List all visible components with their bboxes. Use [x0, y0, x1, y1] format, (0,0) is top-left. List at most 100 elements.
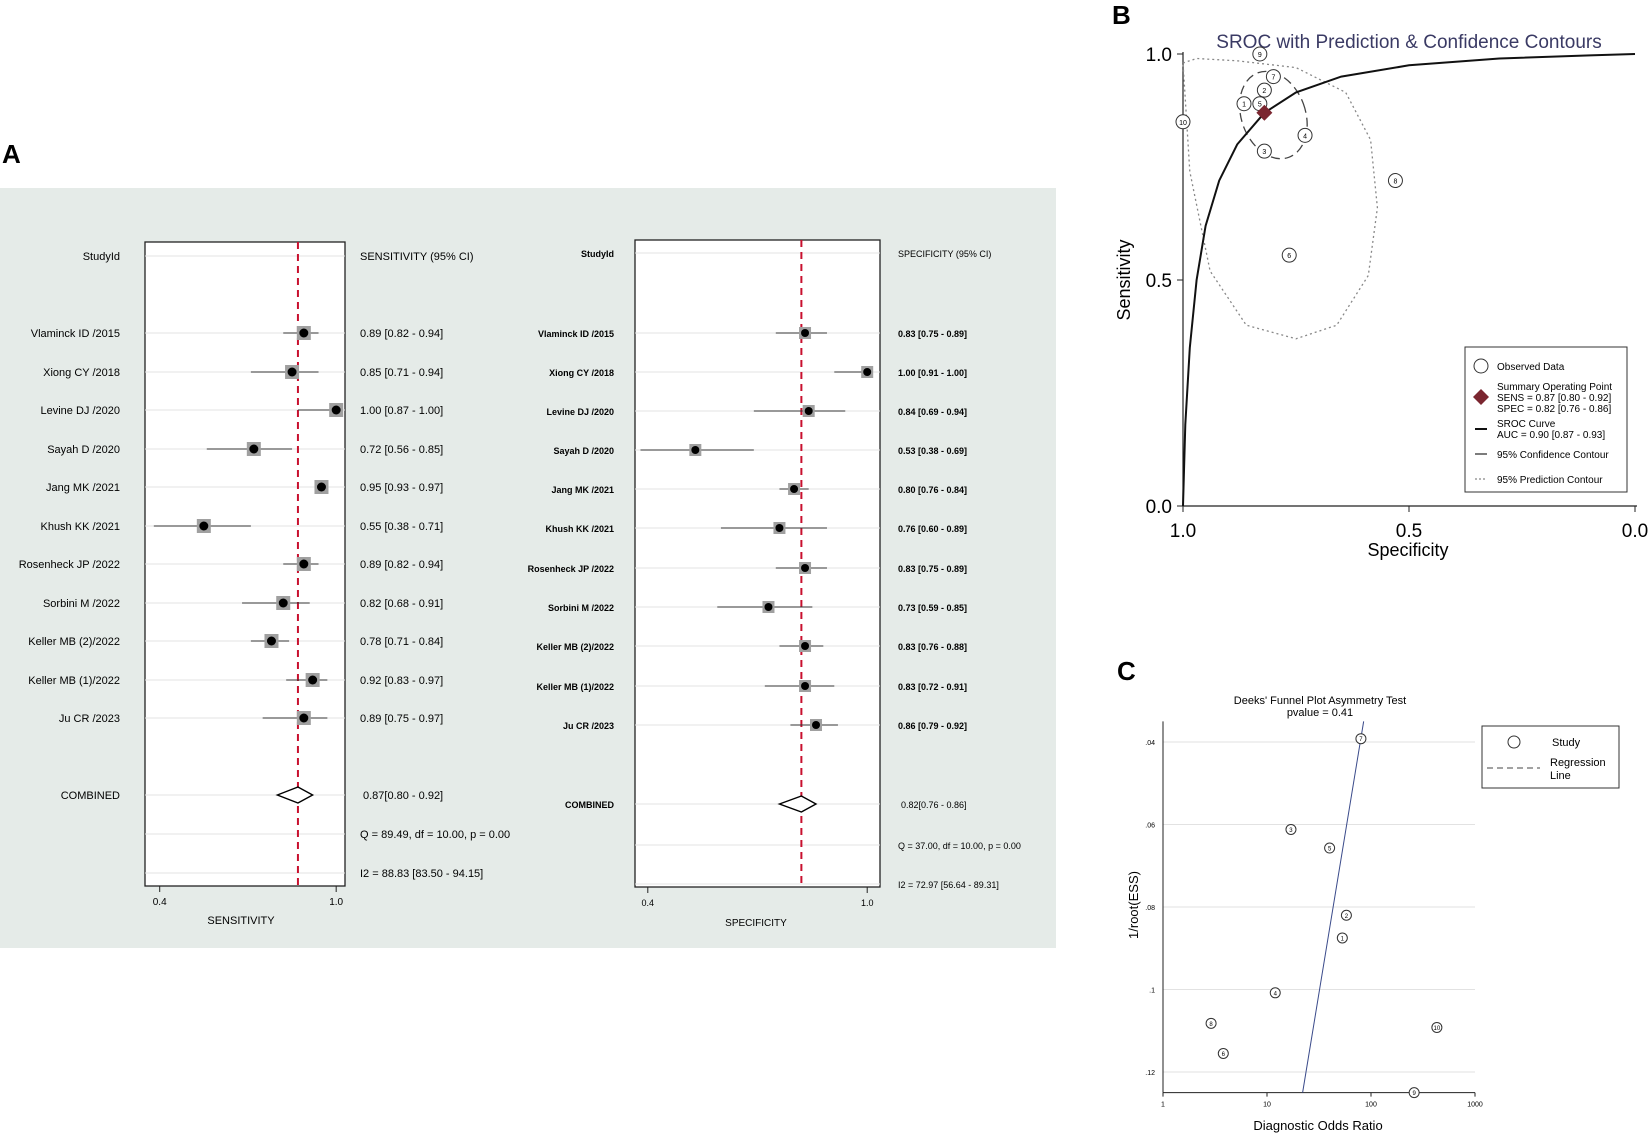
sroc-legend-text: SROC Curve — [1497, 419, 1556, 430]
forest-point-estimate — [863, 368, 872, 376]
sroc-ylabel: Sensitivity — [1114, 239, 1134, 320]
sroc-legend-observed-symbol — [1473, 358, 1489, 374]
sroc-x-tick-label: 0.5 — [1396, 521, 1422, 542]
sroc-plot: SROC with Prediction & Confidence Contou… — [1114, 32, 1648, 560]
forest-estimate-label: 0.55 [0.38 - 0.71] — [360, 521, 443, 533]
forest-heterogeneity-stat: Q = 89.49, df = 10.00, p = 0.00 — [360, 829, 510, 841]
forest-estimate-label: 0.89 [0.82 - 0.94] — [360, 559, 443, 571]
forest-estimate-label: 0.76 [0.60 - 0.89] — [898, 524, 967, 534]
forest-study-name: Sayah D /2020 — [47, 444, 120, 456]
forest-point-estimate — [691, 446, 700, 454]
forest-estimate-label: 0.92 [0.83 - 0.97] — [360, 675, 443, 687]
forest-estimate-label: 1.00 [0.87 - 1.00] — [360, 405, 443, 417]
forest-x-tick-label: 1.0 — [329, 897, 343, 908]
forest-study-name: Vlaminck ID /2015 — [538, 329, 614, 339]
funnel-y-tick-label: .08 — [1145, 905, 1155, 912]
funnel-study-point — [1431, 1021, 1443, 1033]
funnel-study-point-label: 8 — [1209, 1022, 1213, 1028]
funnel-study-point-label: 3 — [1289, 828, 1293, 834]
funnel-study-point — [1285, 823, 1297, 835]
funnel-study-point — [1205, 1017, 1217, 1029]
forest-point-estimate — [801, 642, 810, 650]
forest-estimate-label: 0.86 [0.79 - 0.92] — [898, 721, 967, 731]
sroc-observed-point-label: 4 — [1303, 133, 1307, 140]
sroc-observed-point — [1256, 143, 1272, 159]
funnel-y-tick-label: .1 — [1149, 988, 1155, 995]
forest-study-name: Khush KK /2021 — [40, 521, 120, 533]
forest-study-name: Xiong CY /2018 — [549, 368, 614, 378]
sroc-legend-text: Summary Operating Point — [1497, 382, 1612, 393]
sroc-observed-point — [1256, 82, 1272, 98]
panel-label-c: C — [1117, 656, 1136, 686]
sroc-legend-text: 95% Prediction Contour — [1497, 475, 1603, 486]
sroc-summary-point — [1256, 104, 1273, 121]
sroc-y-tick-label: 0.0 — [1146, 497, 1172, 518]
forest-combined-label: 0.87[0.80 - 0.92] — [363, 790, 443, 802]
funnel-study-point — [1355, 733, 1367, 745]
sroc-legend-text: SPEC = 0.82 [0.76 - 0.86] — [1497, 404, 1611, 415]
sroc-observed-point-label: 3 — [1262, 149, 1266, 156]
forest-plot-sensitivity: StudyId SENSITIVITY (95% CI) SENSITIVITY… — [19, 241, 510, 927]
funnel-study-point-label: 4 — [1274, 991, 1278, 997]
funnel-y-tick-label: .06 — [1145, 823, 1155, 830]
forest-estimate-label: 0.83 [0.75 - 0.89] — [898, 329, 967, 339]
sroc-legend-text: Observed Data — [1497, 362, 1565, 373]
sroc-observed-point-label: 7 — [1271, 75, 1275, 82]
funnel-study-point-label: 1 — [1341, 936, 1345, 942]
estimate-header-sens: SENSITIVITY (95% CI) — [360, 251, 474, 263]
forest-point-estimate — [801, 329, 810, 337]
funnel-study-point — [1408, 1087, 1420, 1099]
forest-study-name: Keller MB (2)/2022 — [536, 642, 614, 652]
sroc-observed-point-label: 9 — [1258, 52, 1262, 59]
funnel-y-tick-label: .12 — [1145, 1070, 1155, 1077]
forest-plot-area-1 — [634, 239, 881, 888]
sroc-legend-text: SENS = 0.87 [0.80 - 0.92] — [1497, 393, 1611, 404]
sroc-prediction-contour — [1182, 57, 1379, 340]
funnel-x-tick-label: 10 — [1263, 1102, 1271, 1109]
forest-estimate-label: 0.78 [0.71 - 0.84] — [360, 636, 443, 648]
funnel-legend-box — [1481, 725, 1620, 789]
panel-a: StudyId SENSITIVITY (95% CI) SENSITIVITY… — [0, 188, 1056, 948]
panel-label-a: A — [2, 139, 21, 169]
forest-point-estimate — [801, 682, 810, 690]
sroc-observed-point — [1252, 46, 1268, 62]
forest-point-estimate — [199, 521, 209, 531]
forest-plot-specificity: StudyId SPECIFICITY (95% CI) SPECIFICITY… — [528, 239, 1021, 929]
forest-estimate-label: 0.84 [0.69 - 0.94] — [898, 407, 967, 417]
sroc-observed-point — [1265, 69, 1281, 85]
forest-estimate-label: 0.73 [0.59 - 0.85] — [898, 603, 967, 613]
forest-point-estimate — [316, 482, 326, 492]
study-header-sens: StudyId — [83, 251, 120, 263]
forest-point-estimate — [266, 636, 276, 646]
forest-estimate-label: 0.89 [0.75 - 0.97] — [360, 713, 443, 725]
funnel-study-point — [1269, 987, 1281, 999]
forest-study-name: Rosenheck JP /2022 — [528, 564, 614, 574]
sroc-observed-point-label: 5 — [1258, 102, 1262, 109]
funnel-title: Deeks' Funnel Plot Asymmetry Test — [1234, 695, 1406, 707]
sroc-observed-point-label: 8 — [1393, 179, 1397, 186]
funnel-study-point-label: 9 — [1412, 1091, 1416, 1097]
forest-heterogeneity-stat: I2 = 88.83 [83.50 - 94.15] — [360, 868, 483, 880]
funnel-ylabel: 1/root(ESS) — [1126, 871, 1141, 939]
forest-study-name: Levine DJ /2020 — [41, 405, 121, 417]
forest-estimate-label: 0.80 [0.76 - 0.84] — [898, 485, 967, 495]
sroc-legend-box — [1464, 346, 1628, 493]
forest-point-estimate — [801, 564, 810, 572]
sroc-observed-point-label: 6 — [1287, 253, 1291, 260]
deeks-funnel-plot: Deeks' Funnel Plot Asymmetry Test pvalue… — [1126, 695, 1620, 1133]
funnel-x-tick-label: 100 — [1365, 1102, 1377, 1109]
forest-point-estimate — [790, 485, 799, 493]
forest-point-estimate — [764, 603, 773, 611]
forest-study-name: Jang MK /2021 — [551, 485, 614, 495]
forest-estimate-label: 0.85 [0.71 - 0.94] — [360, 367, 443, 379]
sroc-curve — [1182, 53, 1636, 507]
forest-study-name: Ju CR /2023 — [59, 713, 120, 725]
funnel-study-point — [1324, 842, 1336, 854]
study-header-spec: StudyId — [581, 249, 614, 259]
funnel-study-point-label: 10 — [1434, 1026, 1441, 1032]
forest-estimate-label: 0.83 [0.72 - 0.91] — [898, 682, 967, 692]
forest-heterogeneity-stat: Q = 37.00, df = 10.00, p = 0.00 — [898, 841, 1021, 851]
forest-study-name: Sorbini M /2022 — [548, 603, 614, 613]
forest-estimate-label: 0.82 [0.68 - 0.91] — [360, 598, 443, 610]
